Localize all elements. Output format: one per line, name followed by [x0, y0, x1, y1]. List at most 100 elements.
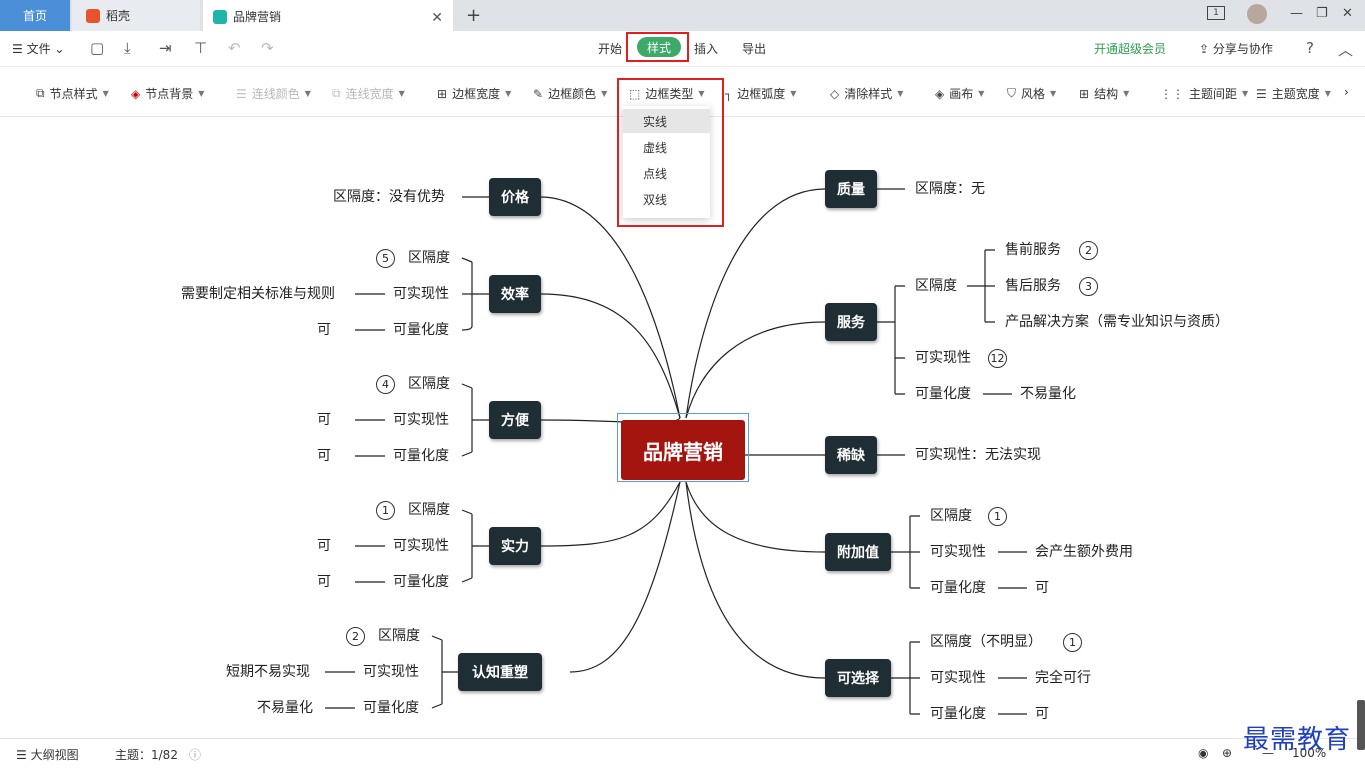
shili-differentiation[interactable]: 区隔度 [408, 502, 450, 518]
line-color-button[interactable]: ☰连线颜色▼ [236, 86, 311, 102]
clear-style-button[interactable]: ◇清除样式▼ [830, 86, 904, 102]
xique-child[interactable]: 可实现性：无法实现 [915, 447, 1041, 463]
shili-quantifiable[interactable]: 可量化度 [393, 574, 449, 590]
node-zhiliang[interactable]: 质量 [825, 170, 877, 208]
node-renzhi[interactable]: 认知重塑 [458, 653, 542, 691]
zhiliang-child[interactable]: 区隔度：无 [915, 181, 985, 197]
eye-icon[interactable]: ◉ [1198, 746, 1209, 760]
shili-quantifiable-value[interactable]: 可 [317, 574, 331, 590]
border-type-double[interactable]: 双线 [643, 192, 668, 207]
menu-start[interactable]: 开始 [598, 42, 623, 56]
help-icon[interactable]: ? [1306, 39, 1314, 57]
fujiazhi-feasibility-value[interactable]: 会产生额外费用 [1035, 544, 1133, 560]
shili-feasibility-value[interactable]: 可 [317, 538, 331, 554]
close-icon[interactable]: ✕ [431, 10, 443, 26]
download-icon[interactable]: ⤓ [124, 39, 131, 57]
fuwu-quantifiable[interactable]: 可量化度 [915, 386, 971, 402]
fangbian-differentiation[interactable]: 区隔度 [408, 376, 450, 392]
fujiazhi-quantifiable-value[interactable]: 可 [1035, 580, 1049, 596]
window-close-icon[interactable]: ✕ [1342, 6, 1353, 21]
tab-home[interactable]: 首页 [0, 0, 70, 31]
fuwu-quantifiable-value[interactable]: 不易量化 [1020, 386, 1076, 402]
kexuanze-quantifiable-value[interactable]: 可 [1035, 706, 1049, 722]
mindmap-canvas[interactable]: 品牌营销 价格 区隔度：没有优势 效率 5 区隔度 可实现性 需要制定相关标准与… [0, 118, 1365, 738]
save-icon[interactable]: ▢ [90, 39, 105, 57]
renzhi-feasibility-value[interactable]: 短期不易实现 [226, 664, 310, 680]
fangbian-quantifiable-value[interactable]: 可 [317, 448, 331, 464]
help-circle-icon[interactable]: ⓘ [189, 748, 202, 762]
node-fangbian[interactable]: 方便 [489, 401, 541, 439]
node-xique[interactable]: 稀缺 [825, 436, 877, 474]
menu-style[interactable]: 样式 [637, 37, 681, 57]
topic-spacing-button[interactable]: ⋮⋮主题间距▼ [1160, 86, 1249, 102]
node-background-button[interactable]: ◈节点背景▼ [131, 86, 205, 102]
node-shili[interactable]: 实力 [489, 527, 541, 565]
xiaolv-quantifiable-value[interactable]: 可 [317, 322, 331, 338]
fujiazhi-feasibility[interactable]: 可实现性 [930, 544, 986, 560]
topic-width-button[interactable]: ☰主题宽度▼ [1256, 86, 1331, 102]
export-icon[interactable]: ⇥ [159, 39, 172, 57]
vip-link[interactable]: 开通超级会员 [1094, 42, 1167, 56]
tab-daoke[interactable]: 稻壳 [72, 0, 200, 31]
window-count-icon[interactable]: 1 [1207, 6, 1225, 20]
node-kexuanze[interactable]: 可选择 [825, 659, 891, 697]
renzhi-quantifiable[interactable]: 可量化度 [363, 700, 419, 716]
minimize-icon[interactable]: — [1290, 6, 1303, 21]
scrollbar-thumb[interactable] [1357, 700, 1365, 750]
line-width-button[interactable]: ⧉连线宽度▼ [332, 86, 405, 101]
fangbian-feasibility-value[interactable]: 可 [317, 412, 331, 428]
renzhi-differentiation[interactable]: 区隔度 [378, 628, 420, 644]
theme-style-button[interactable]: ⛉风格▼ [1007, 86, 1057, 101]
border-type-dotted[interactable]: 点线 [643, 166, 668, 181]
node-xiaolv[interactable]: 效率 [489, 275, 541, 313]
tab-document[interactable]: 品牌营销 ✕ [203, 0, 453, 31]
fuwu-presale[interactable]: 售前服务 [1005, 242, 1061, 258]
kexuanze-feasibility[interactable]: 可实现性 [930, 670, 986, 686]
menu-export[interactable]: 导出 [742, 42, 767, 56]
locate-icon[interactable]: ⊕ [1222, 746, 1233, 760]
file-menu[interactable]: ☰ 文件 ⌄ [12, 42, 65, 56]
shili-feasibility[interactable]: 可实现性 [393, 538, 449, 554]
jiage-child[interactable]: 区隔度：没有优势 [333, 189, 445, 205]
xiaolv-differentiation[interactable]: 区隔度 [408, 250, 450, 266]
node-jiage[interactable]: 价格 [489, 178, 541, 216]
border-type-dashed[interactable]: 虚线 [643, 140, 668, 155]
fangbian-feasibility[interactable]: 可实现性 [393, 412, 449, 428]
border-type-solid[interactable]: 实线 [623, 109, 710, 133]
border-color-button[interactable]: ✎边框颜色▼ [533, 86, 608, 102]
toolbar-more-icon[interactable]: › [1344, 85, 1349, 99]
fuwu-aftersale[interactable]: 售后服务 [1005, 278, 1061, 294]
share-button[interactable]: ⇪ 分享与协作 [1199, 42, 1273, 56]
fujiazhi-quantifiable[interactable]: 可量化度 [930, 580, 986, 596]
border-width-button[interactable]: ⊞边框宽度▼ [437, 86, 512, 102]
xiaolv-feasibility-value[interactable]: 需要制定相关标准与规则 [181, 286, 335, 302]
redo-icon[interactable]: ↷ [261, 39, 274, 57]
border-radius-button[interactable]: ┐边框弧度▼ [725, 86, 797, 102]
new-tab-icon[interactable]: + [466, 5, 482, 26]
fujiazhi-differentiation[interactable]: 区隔度 [930, 508, 972, 524]
xiaolv-quantifiable[interactable]: 可量化度 [393, 322, 449, 338]
undo-icon[interactable]: ↶ [228, 39, 241, 57]
node-style-button[interactable]: ⧉节点样式▼ [36, 86, 109, 101]
node-fujiazhi[interactable]: 附加值 [825, 533, 891, 571]
kexuanze-differentiation[interactable]: 区隔度（不明显） [930, 634, 1042, 650]
root-node[interactable]: 品牌营销 [621, 420, 745, 480]
border-type-button[interactable]: ⬚边框类型▼ [629, 86, 705, 102]
collapse-icon[interactable]: ︿ [1338, 41, 1354, 59]
fuwu-feasibility[interactable]: 可实现性 [915, 350, 971, 366]
renzhi-quantifiable-value[interactable]: 不易量化 [257, 700, 313, 716]
restore-icon[interactable]: ❐ [1316, 6, 1328, 21]
renzhi-feasibility[interactable]: 可实现性 [363, 664, 419, 680]
format-painter-icon[interactable]: ⊤ [194, 39, 208, 57]
xiaolv-feasibility[interactable]: 可实现性 [393, 286, 449, 302]
kexuanze-feasibility-value[interactable]: 完全可行 [1035, 670, 1091, 686]
menu-insert[interactable]: 插入 [694, 42, 719, 56]
structure-button[interactable]: ⊞结构▼ [1079, 86, 1130, 102]
zoom-out-icon[interactable]: — [1262, 746, 1274, 760]
fangbian-quantifiable[interactable]: 可量化度 [393, 448, 449, 464]
node-fuwu[interactable]: 服务 [825, 303, 877, 341]
fuwu-solution[interactable]: 产品解决方案（需专业知识与资质） [1005, 314, 1229, 330]
canvas-button[interactable]: ◈画布▼ [935, 86, 985, 102]
outline-view-button[interactable]: ☰ 大纲视图 [16, 748, 79, 762]
fuwu-differentiation[interactable]: 区隔度 [915, 278, 957, 294]
